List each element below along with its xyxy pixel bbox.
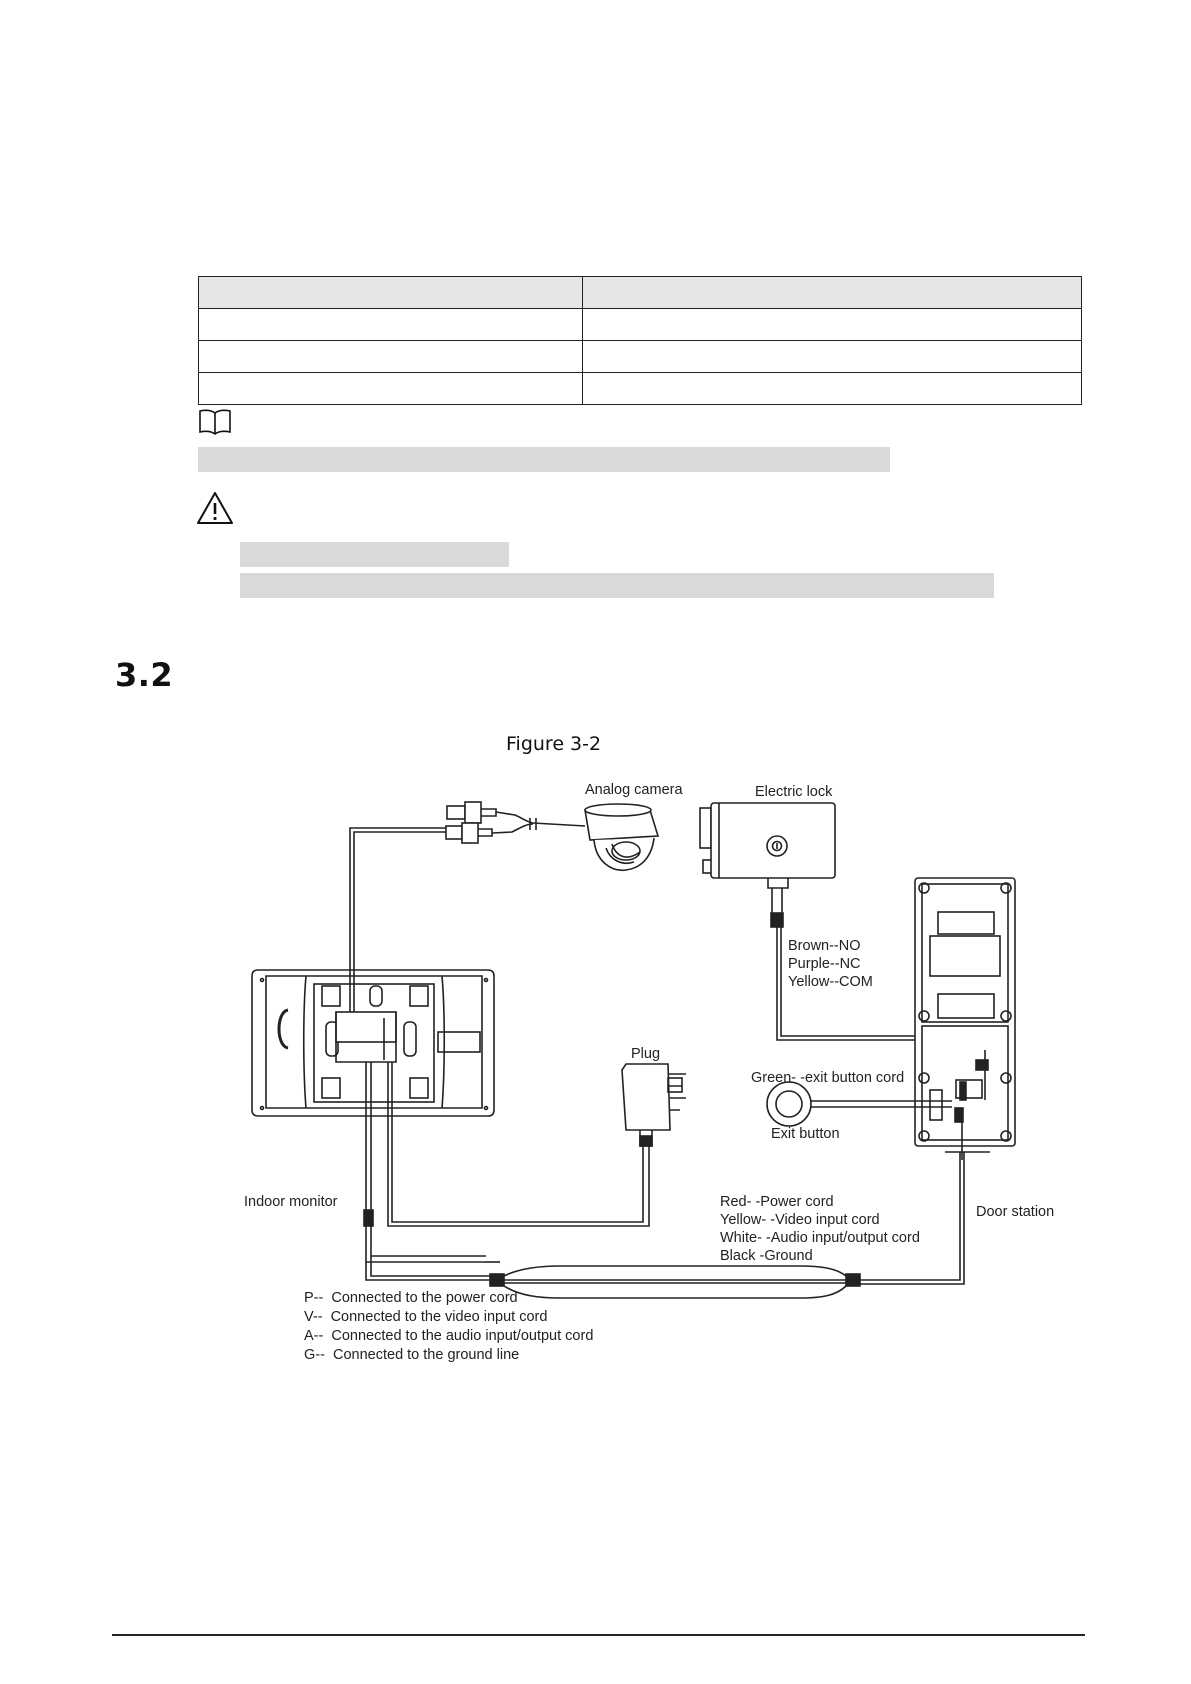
plug-illustration <box>387 1062 686 1227</box>
note-book-icon <box>199 409 231 435</box>
legend-v: V-- Connected to the video input cord <box>304 1309 547 1325</box>
table-cell <box>582 372 1082 405</box>
legend-p: P-- Connected to the power cord <box>304 1290 518 1306</box>
label-cable-red: Red- -Power cord <box>720 1194 834 1210</box>
legend-g: G-- Connected to the ground line <box>304 1347 519 1363</box>
label-indoor-monitor: Indoor monitor <box>244 1194 338 1210</box>
table-row <box>198 372 1082 405</box>
label-analog-camera: Analog camera <box>585 782 683 798</box>
table-row <box>198 340 1082 373</box>
label-cable-yellow: Yellow- -Video input cord <box>720 1212 880 1228</box>
table-header-cell <box>198 276 583 309</box>
figure-caption: Figure 3-2 <box>506 733 602 755</box>
table-row <box>198 308 1082 341</box>
legend-a: A-- Connected to the audio input/output … <box>304 1328 593 1344</box>
exit-button-illustration <box>766 1081 952 1127</box>
label-plug: Plug <box>631 1046 660 1062</box>
indoor-monitor-illustration <box>251 969 495 1117</box>
main-cable <box>365 1152 965 1299</box>
label-lock-wire-brown: Brown--NO <box>788 938 861 954</box>
analog-camera-illustration <box>445 801 660 871</box>
section-number: 3.2 <box>115 656 174 694</box>
warning-triangle-icon <box>197 492 233 524</box>
redacted-warning-line-2 <box>240 573 994 598</box>
label-cable-white: White- -Audio input/output cord <box>720 1230 920 1246</box>
label-electric-lock: Electric lock <box>755 784 833 800</box>
label-exit-button: Exit button <box>771 1126 840 1142</box>
label-door-station: Door station <box>976 1204 1054 1220</box>
label-exit-button-cord: Green- -exit button cord <box>751 1070 904 1086</box>
label-lock-wire-purple: Purple--NC <box>788 956 861 972</box>
label-cable-black: Black -Ground <box>720 1248 813 1264</box>
door-station-illustration <box>914 877 1016 1160</box>
redacted-warning-line-1 <box>240 542 509 567</box>
redacted-note-text <box>198 447 890 472</box>
spec-table <box>198 276 1082 405</box>
table-cell <box>198 372 583 405</box>
label-lock-wire-yellow: Yellow--COM <box>788 974 873 990</box>
table-cell <box>582 308 1082 341</box>
footer-rule <box>112 1634 1085 1636</box>
